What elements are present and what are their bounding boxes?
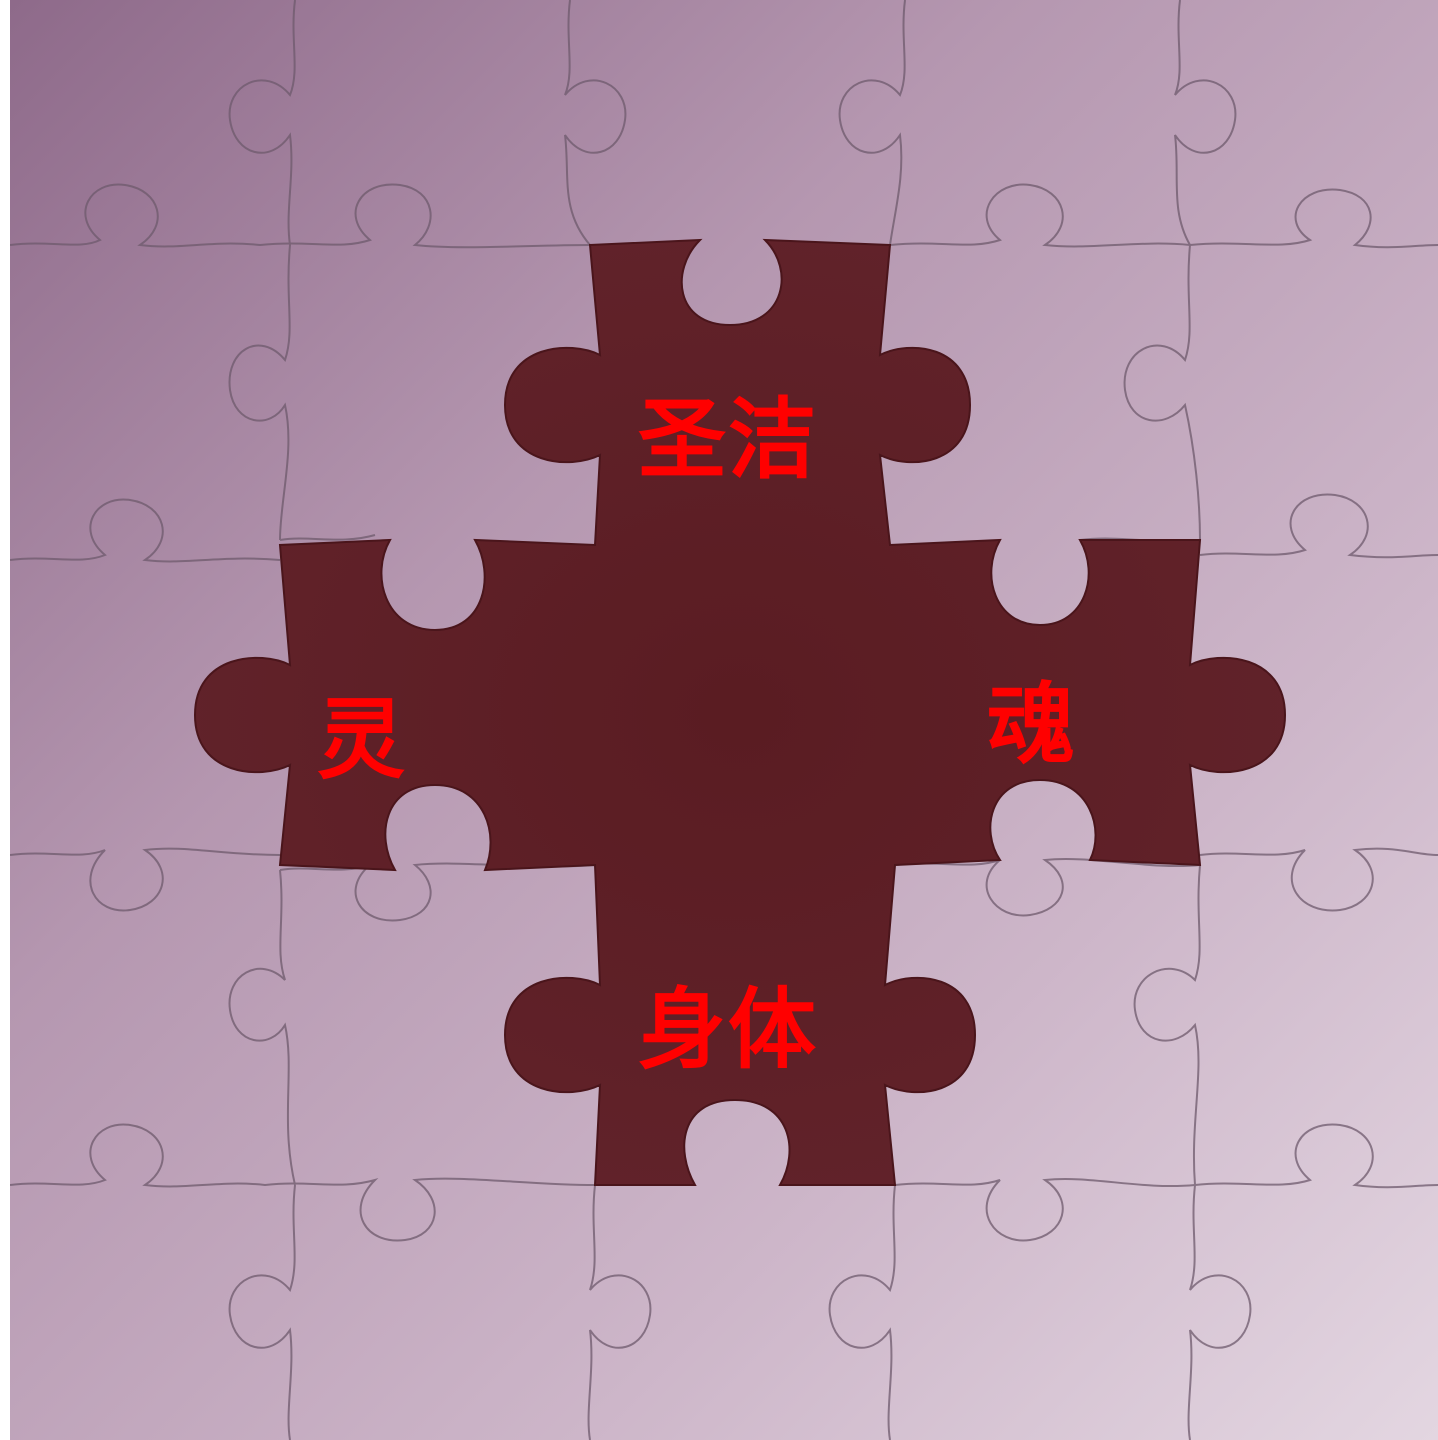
label-right: 魂 <box>987 681 1077 769</box>
puzzle-graphic <box>10 0 1438 1440</box>
label-top: 圣洁 <box>638 396 818 484</box>
label-bottom: 身体 <box>638 986 818 1074</box>
puzzle-image: 圣洁 灵 魂 身体 <box>10 0 1438 1440</box>
label-left: 灵 <box>317 696 407 784</box>
